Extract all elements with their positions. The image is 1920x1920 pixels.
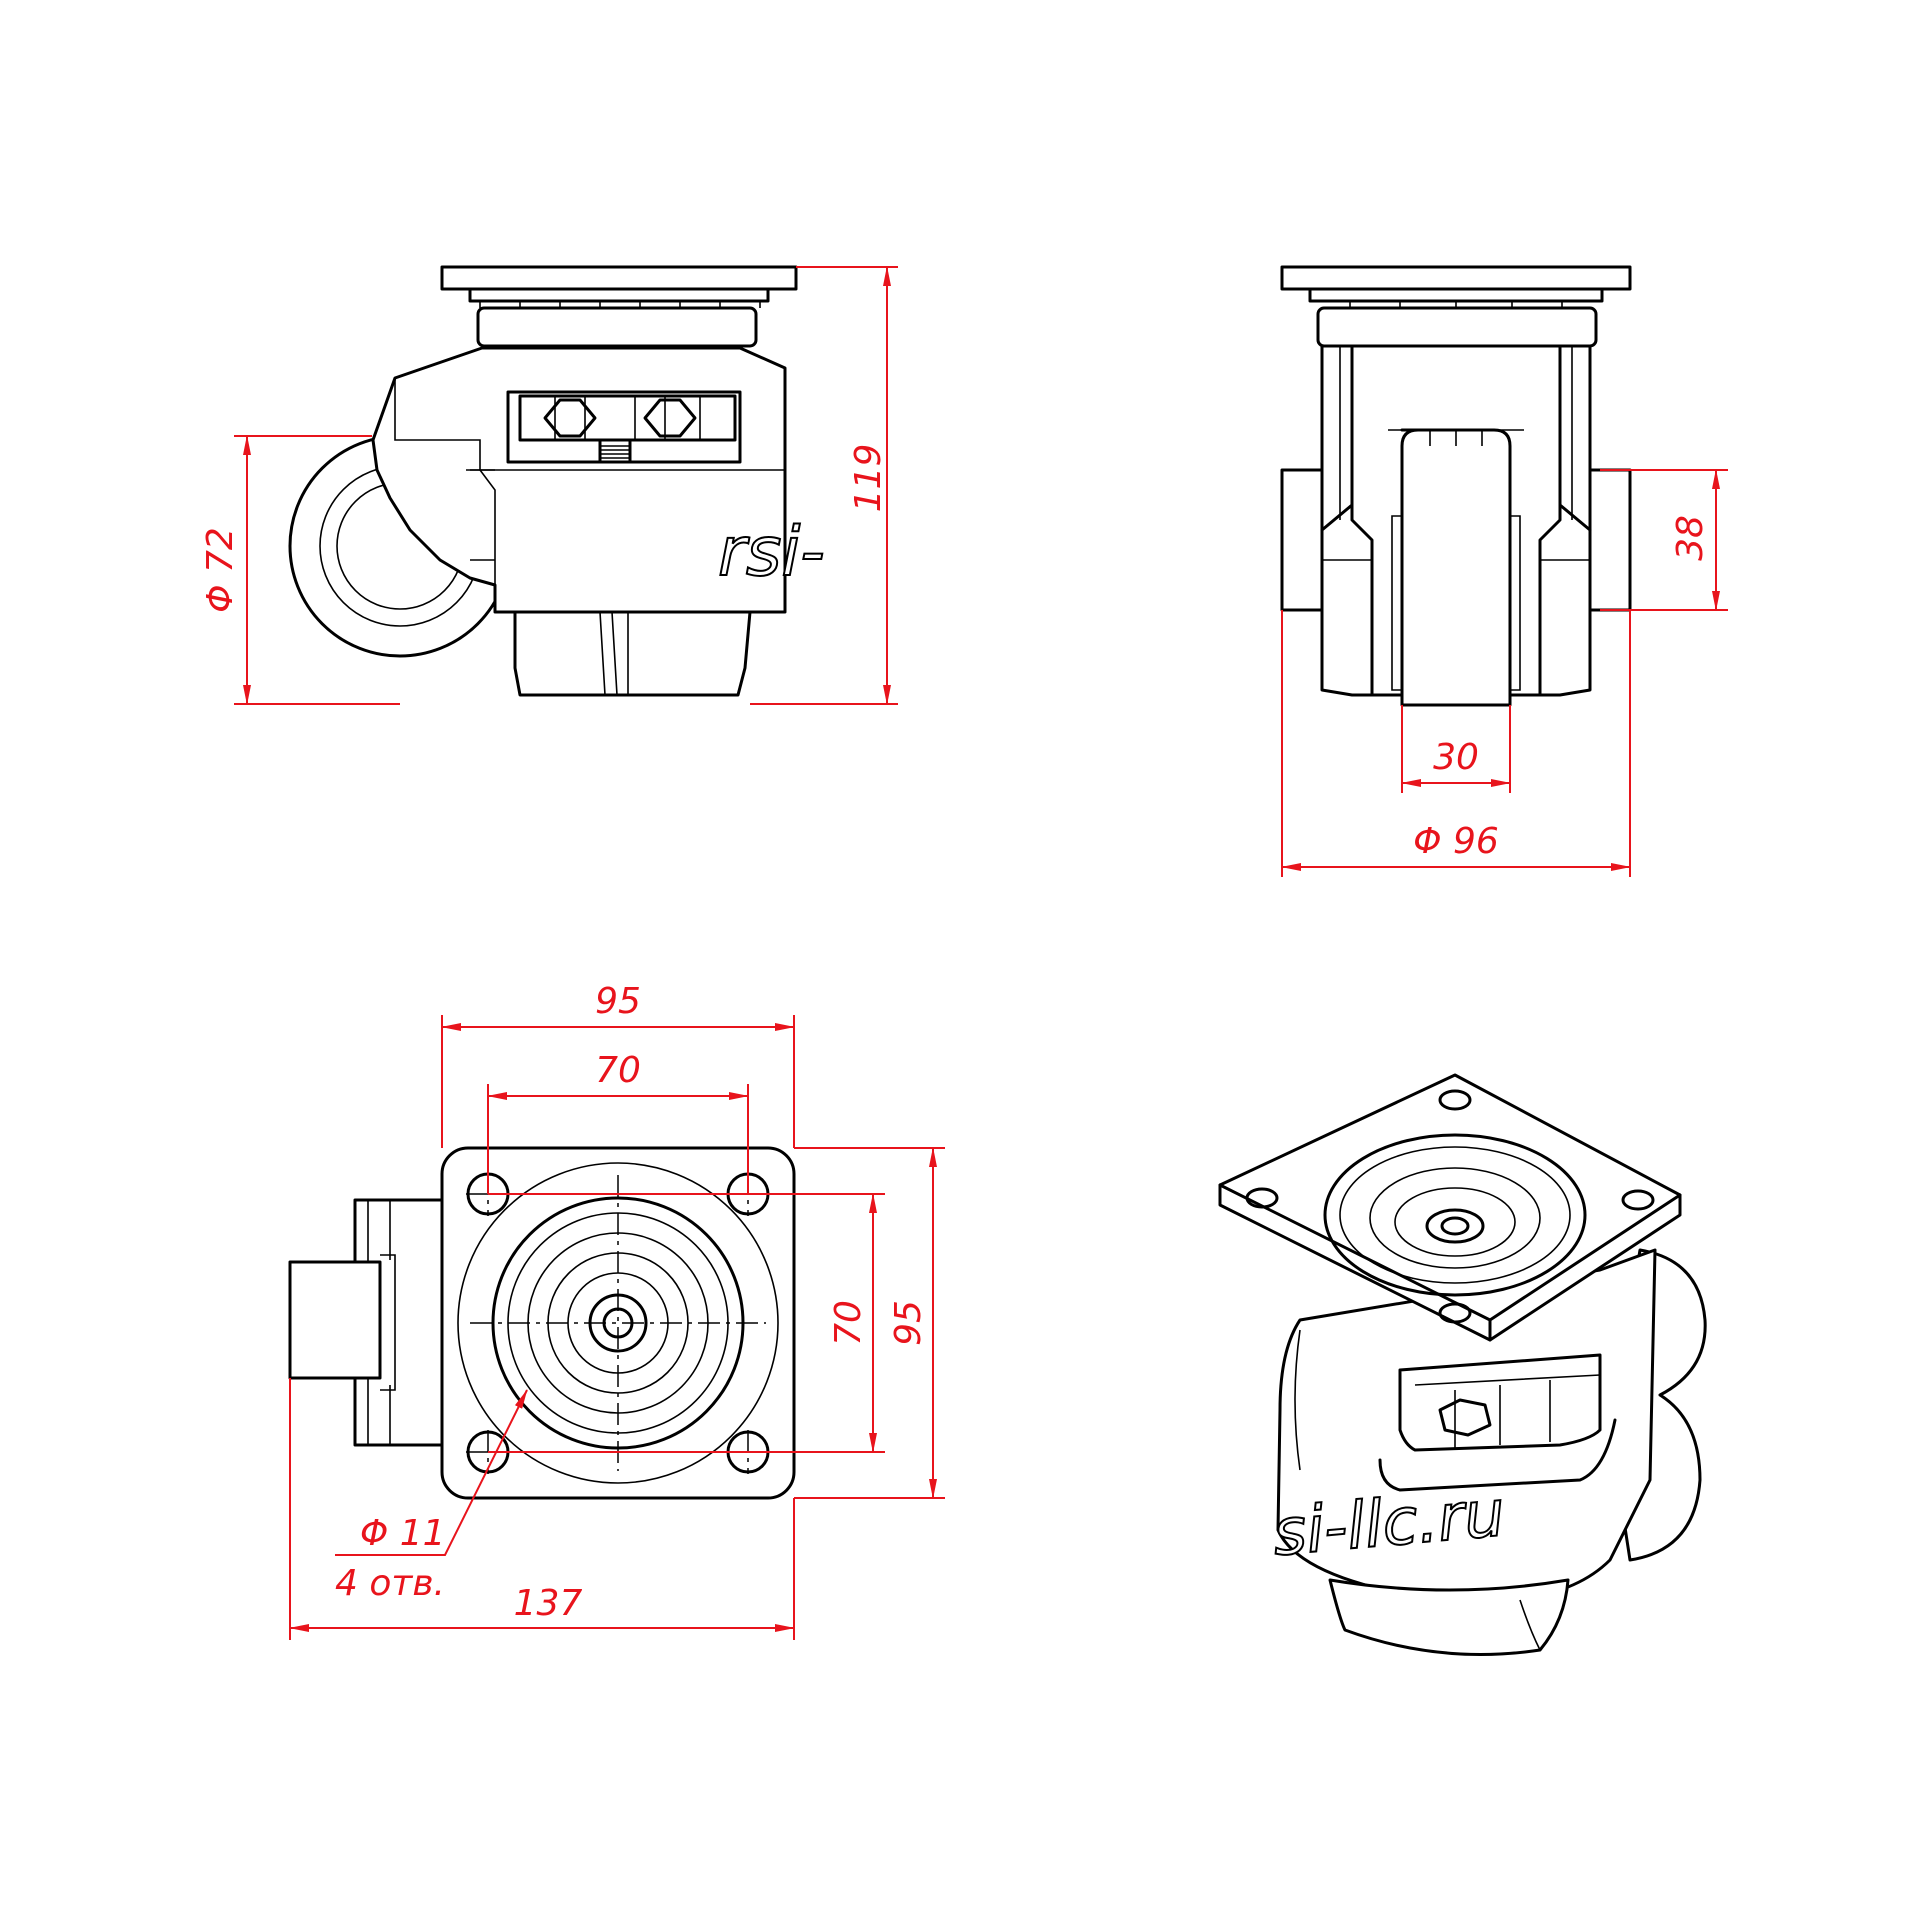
height-label: 119: [848, 444, 889, 513]
top-view-dimensions: 95 70 70 95 Φ 11 4 отв. 137: [289, 981, 945, 1640]
side-view: rsi-: [288, 265, 826, 697]
front-view-dimensions: 30 Φ 96 38: [1281, 469, 1728, 877]
hole-spacing-y-label: 70: [828, 1300, 869, 1346]
overall-length-label: 137: [514, 1583, 583, 1624]
top-view: [288, 1146, 796, 1500]
base-dia-label: Φ 96: [1413, 821, 1499, 862]
hole-spacing-x-label: 70: [595, 1050, 641, 1091]
hole-dia-label: Φ 11: [360, 1513, 446, 1554]
plate-height-label: 95: [888, 1300, 929, 1346]
hole-count-label: 4 отв.: [335, 1563, 445, 1604]
iso-view: si-llc.ru: [1218, 1073, 1707, 1656]
plate-width-label: 95: [595, 981, 641, 1022]
side-logo: rsi-: [718, 513, 825, 592]
front-view: [1280, 265, 1632, 707]
wheel-dia-label: Φ 72: [200, 527, 241, 613]
base-height-label: 38: [1670, 515, 1711, 561]
side-view-dimensions: Φ 72 119: [200, 266, 898, 705]
tread-label: 30: [1433, 737, 1479, 778]
